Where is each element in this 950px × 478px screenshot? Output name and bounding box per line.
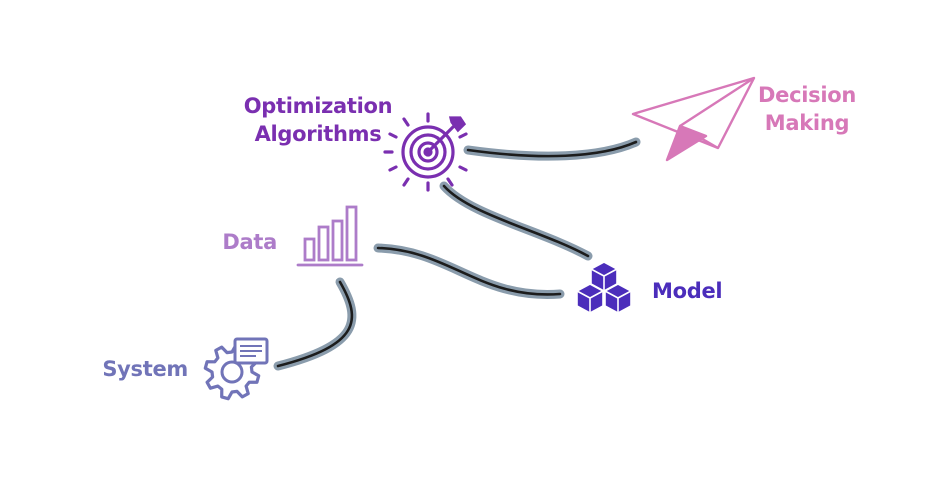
label-system: System [102, 357, 188, 381]
connector-data-system [273, 277, 357, 371]
connector-data-model [373, 243, 565, 299]
bar-chart-icon [296, 205, 364, 267]
cubes-icon [576, 261, 632, 314]
gear-monitor-icon [203, 337, 269, 401]
label-decision-line2: Making [764, 111, 850, 135]
label-decision-line1: Decision [758, 83, 856, 107]
target-icon [383, 112, 468, 192]
label-data: Data [222, 230, 277, 254]
label-decision-making: Decision Making [752, 81, 862, 137]
label-optimization-line2: Algorithms [254, 122, 382, 146]
label-model: Model [652, 279, 723, 303]
label-optimization-line1: Optimization [243, 94, 393, 118]
connector-optimization-model [439, 181, 593, 261]
connector-optimization-decision [463, 137, 641, 161]
paper-plane-icon [631, 76, 756, 162]
label-optimization-algorithms: Optimization Algorithms [238, 92, 398, 148]
